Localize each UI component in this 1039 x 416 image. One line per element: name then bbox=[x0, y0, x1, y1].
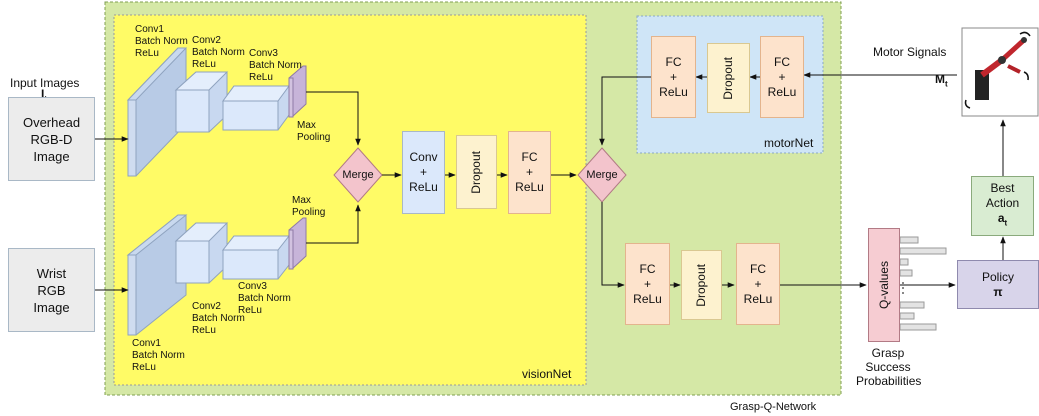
grasp-q-network-label: Grasp-Q-Network bbox=[730, 401, 816, 413]
conv-relu-box: Conv + ReLu bbox=[402, 131, 445, 214]
motornet-label: motorNet bbox=[764, 137, 813, 149]
motor-subscript: t bbox=[945, 79, 948, 88]
action-subscript: t bbox=[1005, 219, 1008, 228]
best-action-symbol: at bbox=[998, 211, 1007, 230]
motor-fc1-box: FC + ReLu bbox=[651, 36, 696, 118]
conv1-top-label: Conv1 Batch Norm ReLu bbox=[135, 24, 188, 60]
best-action-box: Best Action at bbox=[971, 176, 1034, 236]
q-values-label: Q-values bbox=[877, 261, 892, 309]
conv3-top-block bbox=[223, 86, 289, 130]
action-symbol: a bbox=[998, 211, 1005, 225]
maxpool-bottom-label: Max Pooling bbox=[292, 195, 325, 219]
visionnet-label: visionNet bbox=[522, 368, 571, 380]
policy-box: Policy π bbox=[957, 260, 1039, 309]
vision-fc-relu-box: FC + ReLu bbox=[508, 131, 551, 214]
q-value-dots bbox=[902, 282, 904, 294]
conv3-top-label: Conv3 Batch Norm ReLu bbox=[249, 48, 302, 84]
conv1-bottom-label: Conv1 Batch Norm ReLu bbox=[132, 338, 185, 374]
motor-signals-label: Motor Signals bbox=[873, 46, 946, 58]
policy-symbol: π bbox=[993, 285, 1002, 300]
merge-vision-label: Merge bbox=[338, 169, 378, 181]
q-value-bars bbox=[900, 237, 946, 330]
merge-head-label: Merge bbox=[582, 169, 622, 181]
conv2-top-label: Conv2 Batch Norm ReLu bbox=[192, 35, 245, 71]
grasp-success-label: Grasp Success Probabilities bbox=[856, 346, 920, 388]
motor-symbol: M bbox=[935, 72, 945, 86]
best-action-label: Best Action bbox=[986, 181, 1019, 211]
conv3-bottom-label: Conv3 Batch Norm ReLu bbox=[238, 281, 291, 317]
robot-arm-image bbox=[962, 28, 1038, 116]
head-dropout-label: Dropout bbox=[694, 264, 709, 307]
wrist-rgb-image-box: Wrist RGB Image bbox=[8, 248, 95, 332]
q-values-box: Q-values bbox=[868, 228, 900, 342]
head-dropout-box: Dropout bbox=[681, 250, 722, 320]
vision-dropout-label: Dropout bbox=[469, 151, 484, 194]
motor-fc2-box: FC + ReLu bbox=[760, 36, 804, 118]
conv2-bottom-label: Conv2 Batch Norm ReLu bbox=[192, 301, 245, 337]
head-fc1-box: FC + ReLu bbox=[625, 243, 670, 325]
motor-dropout-label: Dropout bbox=[721, 57, 736, 100]
motor-signals-symbol: Mt bbox=[935, 61, 948, 90]
vision-dropout-box: Dropout bbox=[456, 135, 497, 209]
policy-label: Policy bbox=[982, 270, 1014, 285]
overhead-rgbd-image-box: Overhead RGB-D Image bbox=[8, 97, 95, 181]
motor-dropout-box: Dropout bbox=[707, 43, 750, 113]
head-fc2-box: FC + ReLu bbox=[736, 243, 780, 325]
conv3-bottom-block bbox=[223, 236, 289, 279]
maxpool-top-label: Max Pooling bbox=[297, 120, 330, 144]
